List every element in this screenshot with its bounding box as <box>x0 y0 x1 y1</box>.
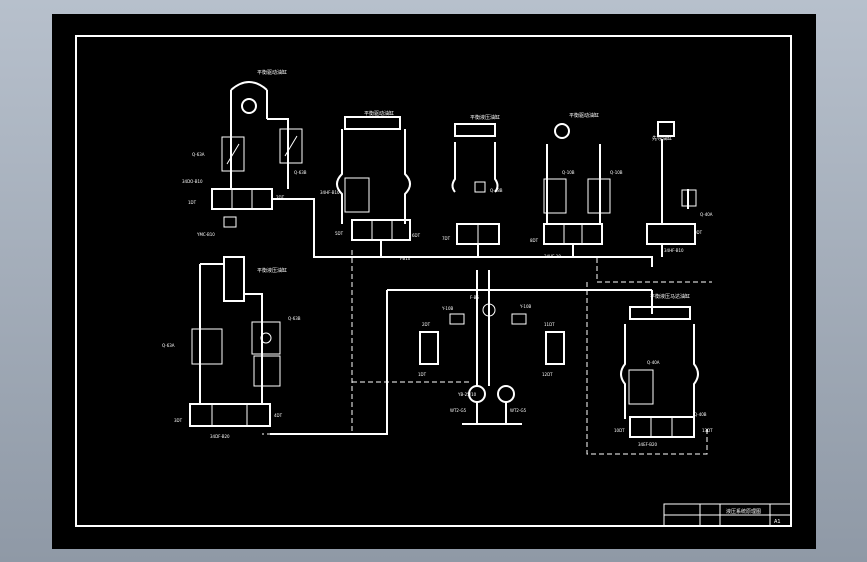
check-valve-block-1 <box>221 136 245 172</box>
directional-valve-6[interactable] <box>646 223 696 245</box>
circuit-top-left: 平衡驱动油缸 Q-63A Q-63B 34DO-B10 1DT 2DT YMC-… <box>182 69 307 237</box>
label-35: Q-40A <box>647 360 660 365</box>
motor-symbol <box>241 98 257 114</box>
label-27: WT2-G5 <box>510 408 527 413</box>
drawing-border <box>75 35 792 527</box>
circuit-middle-left: 平衡液压油缸 Q-63A Q-63B 34DF-B20 3DT 4DT <box>162 256 301 439</box>
label-13: 5DT <box>335 231 344 236</box>
label-16: Q-48B <box>490 188 503 193</box>
label-22: 9DT <box>694 230 703 235</box>
label-38: 10DT <box>614 428 625 433</box>
title-block: 液压系统原理图 A1 <box>663 503 792 527</box>
label-25: YB-25/10 <box>457 392 477 397</box>
label-17: Q-10B <box>562 170 575 175</box>
label-32: F-B6 <box>470 295 479 300</box>
label-31: Y-10B <box>519 304 532 309</box>
circuit-far-right-title: 先导油缸 <box>652 135 672 142</box>
label-28: 2DT <box>422 322 431 327</box>
label-10: 3DT <box>174 418 183 423</box>
label-11: 4DT <box>274 413 283 418</box>
circuit-bottom-right: 平衡液压马达油缸 Q-40A Q-40B 34EF-B20 10DT 13DT <box>614 293 713 447</box>
label-1: Q-63A <box>192 152 205 157</box>
directional-valve-1[interactable] <box>211 188 273 210</box>
label-5: 2DT <box>276 195 285 200</box>
drawing-canvas[interactable]: 液压系统原理图 A1 平衡驱动油缸 Q-63A Q-63B 34DO-B10 <box>52 14 816 549</box>
circuit-middle-left-title: 平衡液压油缸 <box>257 267 287 274</box>
circuit-bottom-right-title: 平衡液压马达油缸 <box>650 293 690 300</box>
title-block-scale: A1 <box>774 519 781 525</box>
label-39: 13DT <box>702 428 713 433</box>
label-14: 6DT <box>412 233 421 238</box>
title-block-title: 液压系统原理图 <box>726 508 761 515</box>
directional-valve-3[interactable] <box>351 219 411 241</box>
pipelines <box>262 198 712 455</box>
label-20: 8DT <box>530 238 539 243</box>
circuit-top-mid: 平衡驱动油缸 34HF-B10 5DT 6DT I-B10 <box>320 110 421 261</box>
label-34: 12DT <box>542 372 553 377</box>
label-29: 1DT <box>418 372 427 377</box>
motor-symbol-2 <box>497 385 515 403</box>
cylinder-middle-left <box>223 256 245 302</box>
label-4: 1DT <box>188 200 197 205</box>
label-9: 34DF-B20 <box>210 434 230 439</box>
label-7: Q-63A <box>162 343 175 348</box>
cylinder-top-mid <box>344 116 401 130</box>
circuit-top-mid-2-title: 平衡液压油缸 <box>470 114 500 121</box>
label-33: 11DT <box>544 322 555 327</box>
hydraulic-schematic: 液压系统原理图 A1 平衡驱动油缸 Q-63A Q-63B 34DO-B10 <box>75 35 792 527</box>
check-valve-block-2 <box>279 128 303 164</box>
circuit-top-right-title: 平衡驱动油缸 <box>569 112 599 119</box>
circuit-top-left-title: 平衡驱动油缸 <box>257 69 287 76</box>
circuit-top-mid-2: 平衡液压油缸 Q-48B 7DT <box>442 114 503 245</box>
label-21: Q-10B <box>610 170 623 175</box>
circuit-top-mid-title: 平衡驱动油缸 <box>364 110 394 117</box>
label-19: 7DT <box>442 236 451 241</box>
label-12: 34HF-B10 <box>320 190 340 195</box>
label-23: Q-40A <box>700 212 713 217</box>
circuit-top-right: 平衡驱动油缸 Q-10B Q-10B 8DT 34HF-10 <box>530 112 623 259</box>
label-6: YMC-B10 <box>196 232 215 237</box>
label-24: 34HF-B10 <box>664 248 684 253</box>
circuit-pump-center: YB-25/10 WT2-G5 WT2-G5 2DT 11DT Y-10B Y-… <box>418 270 565 425</box>
cylinder-top-mid-2 <box>454 123 496 137</box>
label-8: Q-63B <box>288 316 301 321</box>
label-37: 34EF-B20 <box>638 442 658 447</box>
label-2: Q-63B <box>294 170 307 175</box>
circuit-far-right: 先导油缸 Q-40A 9DT 34HF-B10 <box>646 121 713 253</box>
label-30: Y-10B <box>441 306 454 311</box>
label-3: 34DO-B10 <box>182 179 203 184</box>
directional-valve-7[interactable] <box>629 416 695 438</box>
label-15: I-B10 <box>400 256 411 261</box>
directional-valve-2[interactable] <box>189 403 271 427</box>
label-26: WT2-G5 <box>450 408 467 413</box>
label-36: Q-40B <box>694 412 707 417</box>
directional-valve-5[interactable] <box>543 223 603 245</box>
